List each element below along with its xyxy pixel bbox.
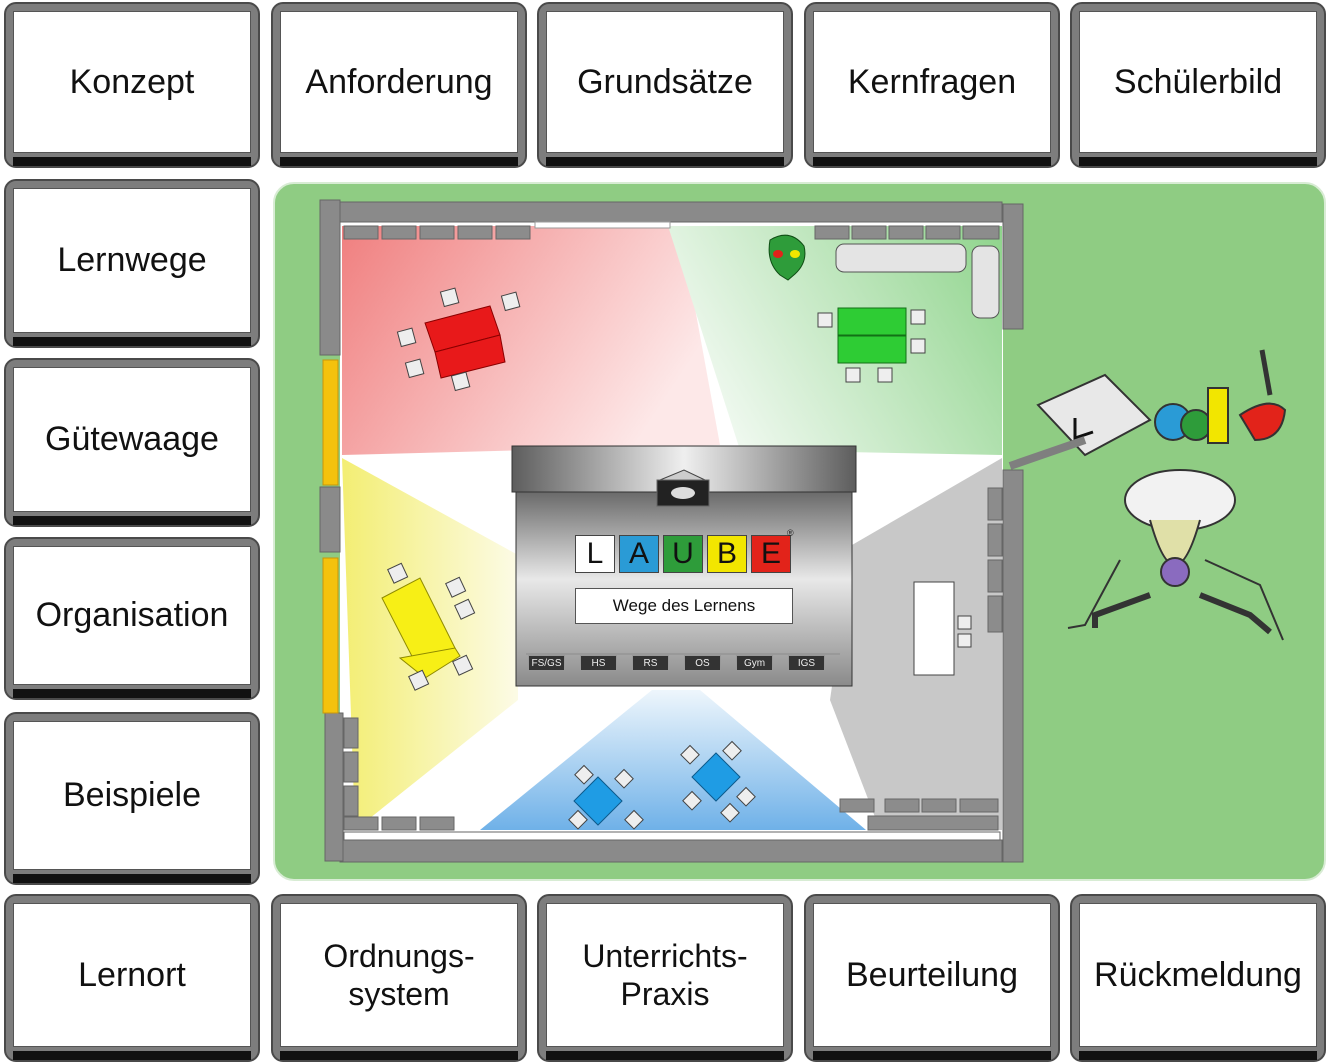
table-group-yellow: [381, 562, 476, 691]
school-type-buttons: FS/GS HS RS OS Gym IGS: [528, 655, 825, 671]
table-group-red: [396, 287, 521, 392]
wall-top: [339, 201, 1003, 223]
tile-label: Konzept: [13, 11, 251, 153]
tile-label: Rückmeldung: [1079, 903, 1317, 1047]
logo-letter-l: L: [575, 535, 615, 573]
tile-anforderung[interactable]: Anforderung: [271, 2, 527, 168]
tile-label: Gütewaage: [13, 367, 251, 512]
school-button-rs[interactable]: RS: [632, 655, 669, 671]
tile-beurteilung[interactable]: Beurteilung: [804, 894, 1060, 1062]
wall-left-lower: [324, 712, 344, 862]
tile-label: Organisation: [13, 546, 251, 685]
tile-organisation[interactable]: Organisation: [4, 537, 260, 700]
tile-label: Lernwege: [13, 188, 251, 333]
window-left-2: [322, 557, 339, 714]
wall-left-upper: [319, 199, 341, 356]
tile-beispiele[interactable]: Beispiele: [4, 712, 260, 885]
tile-kernfragen[interactable]: Kernfragen: [804, 2, 1060, 168]
tile-unterrichtspraxis[interactable]: Unterrichts- Praxis: [537, 894, 793, 1062]
table-group-green: [817, 307, 926, 383]
table-group-grey: [913, 581, 972, 676]
tile-label: Unterrichts- Praxis: [546, 903, 784, 1047]
wall-right-upper: [1002, 203, 1024, 330]
wall-left-mid: [319, 486, 341, 553]
school-button-gym[interactable]: Gym: [736, 655, 773, 671]
tile-label: Ordnungs- system: [280, 903, 518, 1047]
door-strip: [343, 831, 1001, 841]
school-button-os[interactable]: OS: [684, 655, 721, 671]
school-button-hs[interactable]: HS: [580, 655, 617, 671]
logo-subtitle: Wege des Lernens: [575, 588, 793, 624]
wall-right-lower: [1002, 469, 1024, 863]
mask-icon: [768, 234, 806, 281]
tile-label: Beurteilung: [813, 903, 1051, 1047]
tile-lernwege[interactable]: Lernwege: [4, 179, 260, 348]
zone-red: [342, 226, 720, 455]
tile-grundsaetze[interactable]: Grundsätze: [537, 2, 793, 168]
tile-konzept[interactable]: Konzept: [4, 2, 260, 168]
tile-ordnungssystem[interactable]: Ordnungs- system: [271, 894, 527, 1062]
tile-label: Anforderung: [280, 11, 518, 153]
tile-schuelerbild[interactable]: Schülerbild: [1070, 2, 1326, 168]
logo-letter-u: U: [663, 535, 703, 573]
tile-label: Grundsätze: [546, 11, 784, 153]
logo-letter-a: A: [619, 535, 659, 573]
tile-guetewaage[interactable]: Gütewaage: [4, 358, 260, 527]
zone-green: [668, 226, 1002, 455]
tile-rueckmeldung[interactable]: Rückmeldung: [1070, 894, 1326, 1062]
tile-label: Schülerbild: [1079, 11, 1317, 153]
window-left-1: [322, 359, 339, 486]
tile-label: Beispiele: [13, 721, 251, 870]
school-button-igs[interactable]: IGS: [788, 655, 825, 671]
laube-logo: L A U B E: [575, 535, 791, 573]
wall-bottom: [339, 839, 1003, 863]
logo-letter-e: E: [751, 535, 791, 573]
tile-label: Kernfragen: [813, 11, 1051, 153]
runner-figure: [1008, 349, 1287, 641]
registered-mark: ®: [787, 528, 794, 538]
zone-blue: [480, 690, 866, 830]
tile-lernort[interactable]: Lernort: [4, 894, 260, 1062]
table-group-blue: [568, 740, 756, 830]
school-button-fsgs[interactable]: FS/GS: [528, 655, 565, 671]
tile-label: Lernort: [13, 903, 251, 1047]
logo-letter-b: B: [707, 535, 747, 573]
